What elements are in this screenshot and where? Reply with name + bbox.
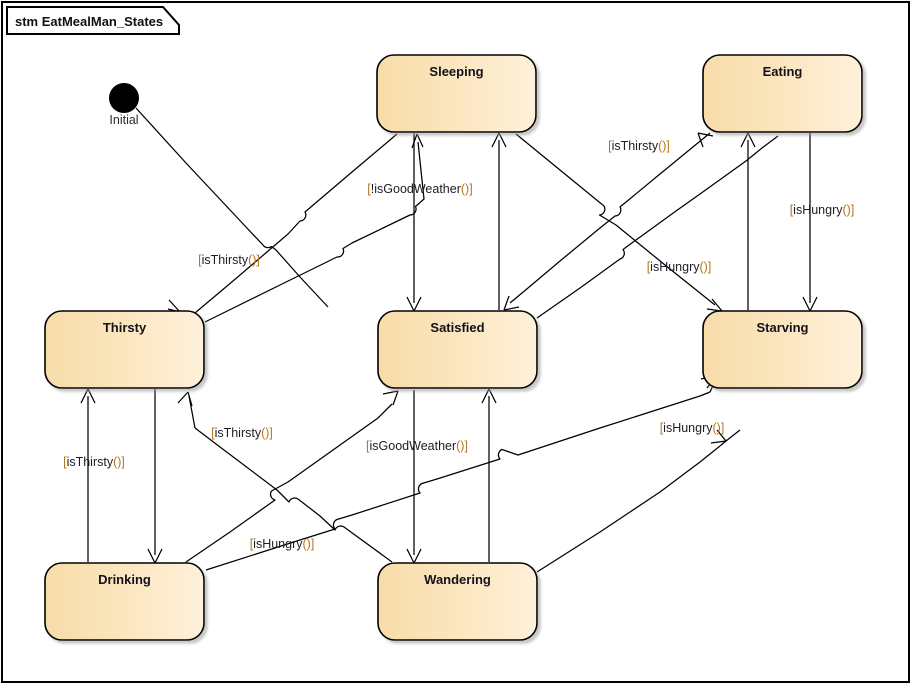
guard-label-thirsty-bl: [isThirsty()] [63, 455, 125, 469]
arrowhead-drinking-to-thirsty [80, 388, 96, 404]
states-layer: Sleeping Eating Thirsty Satisfied Starvi… [44, 54, 863, 641]
state-wandering-box[interactable] [377, 562, 538, 641]
arrowhead-eating-to-starving [802, 296, 818, 312]
guard-label-hungry-right: [isHungry()] [790, 203, 855, 217]
state-wandering[interactable]: Wandering [377, 562, 538, 641]
arrowhead-satisfied-to-wandering [406, 548, 422, 564]
transitions-layer [80, 107, 818, 573]
initial-node-icon[interactable] [109, 83, 139, 113]
arrowhead-eating-to-satisfied [503, 295, 520, 311]
state-drinking-box[interactable] [44, 562, 205, 641]
arrowhead-wandering-to-satisfied [481, 388, 497, 404]
transition-wandering-to-thirsty-b [188, 395, 196, 429]
frame-title-tab [6, 6, 180, 35]
arrowhead-satisfied-to-sleeping [491, 132, 507, 148]
state-starving-box[interactable] [702, 310, 863, 389]
guard-label-thirsty-low: [isThirsty()] [211, 426, 273, 440]
arrowhead-drinking-to-satisfied [382, 390, 399, 406]
guard-label-hungry-mid: [isHungry()] [647, 260, 712, 274]
initial-pseudostate[interactable]: Initial [109, 83, 139, 127]
guard-label-goodweather: [isGoodWeather()] [366, 439, 468, 453]
state-eating-label: Eating [763, 64, 803, 79]
transition-initial-to-thirsty [135, 107, 329, 308]
frame-title-text: stm EatMealMan_States [15, 14, 163, 29]
guard-label-hungry-bot: [isHungry()] [250, 537, 315, 551]
guard-label-thirsty-left: [isThirsty()] [198, 253, 260, 267]
state-thirsty[interactable]: Thirsty [44, 310, 205, 389]
transition-wandering-to-thirsty [194, 427, 393, 563]
guard-label-thirsty-top: [isThirsty()] [608, 139, 670, 153]
transition-satisfied-to-eating [536, 135, 779, 319]
state-sleeping-label: Sleeping [429, 64, 483, 79]
state-starving-label: Starving [756, 320, 808, 335]
state-starving[interactable]: Starving [702, 310, 863, 389]
guard-label-hungry-far: [isHungry()] [660, 421, 725, 435]
state-wandering-label: Wandering [424, 572, 491, 587]
transition-eating-to-satisfied [509, 132, 711, 304]
state-drinking-label: Drinking [98, 572, 151, 587]
transition-sleeping-to-starving [515, 133, 716, 306]
state-sleeping-box[interactable] [376, 54, 537, 133]
state-satisfied[interactable]: Satisfied [377, 310, 538, 389]
state-thirsty-box[interactable] [44, 310, 205, 389]
transition-sleeping-to-thirsty [188, 133, 398, 319]
arrowhead-wandering-to-starving [710, 429, 727, 444]
state-drinking[interactable]: Drinking [44, 562, 205, 641]
guard-label-notgoodweather: [!isGoodWeather()] [367, 182, 472, 196]
initial-node-label: Initial [109, 113, 138, 127]
state-thirsty-label: Thirsty [103, 320, 147, 335]
transition-wandering-to-starving [536, 445, 721, 573]
arrowhead-satisfied-to-eating [697, 132, 714, 148]
arrowhead-thirsty-to-drinking [147, 548, 163, 564]
state-satisfied-label: Satisfied [430, 320, 484, 335]
state-satisfied-box[interactable] [377, 310, 538, 389]
transition-thirsty-to-sleeping [204, 141, 425, 323]
state-eating-box[interactable] [702, 54, 863, 133]
arrowhead-sleeping-to-satisfied [406, 296, 422, 312]
state-sleeping[interactable]: Sleeping [376, 54, 537, 133]
transition-wandering-to-starving-tail [719, 439, 728, 447]
guard-labels-layer: [!isGoodWeather()] [isThirsty()] [isThir… [63, 139, 854, 551]
transition-drinking-to-starving [205, 391, 711, 571]
transition-wandering-to-starving-b [725, 429, 741, 442]
transition-drinking-to-satisfied [185, 403, 393, 563]
arrowhead-starving-to-eating [740, 132, 756, 148]
state-eating[interactable]: Eating [702, 54, 863, 133]
